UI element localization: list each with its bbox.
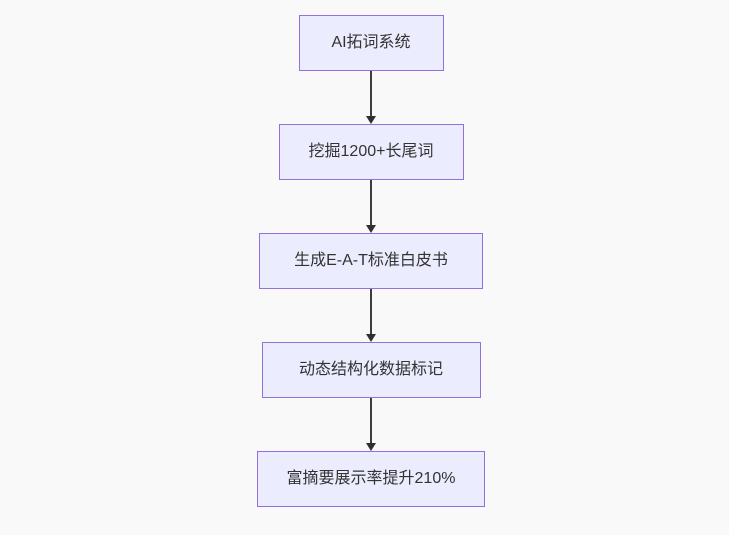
flow-node-label: 动态结构化数据标记 bbox=[298, 361, 443, 378]
flow-node-label: AI拓词系统 bbox=[331, 34, 411, 51]
arrow-line bbox=[370, 71, 372, 116]
flow-arrow-2 bbox=[366, 180, 376, 233]
arrow-line bbox=[370, 289, 372, 334]
flow-arrow-1 bbox=[366, 71, 376, 124]
flow-node-longtail-mining: 挖掘1200+长尾词 bbox=[278, 124, 464, 180]
arrowhead-down-icon bbox=[366, 225, 376, 233]
flowchart: AI拓词系统 挖掘1200+长尾词 生成E-A-T标准白皮书 动态结构化数据标记 bbox=[257, 15, 485, 507]
arrowhead-down-icon bbox=[366, 334, 376, 342]
flow-node-eat-whitepaper: 生成E-A-T标准白皮书 bbox=[259, 233, 483, 289]
arrow-line bbox=[370, 180, 372, 225]
flow-node-structured-data: 动态结构化数据标记 bbox=[261, 342, 481, 398]
flow-node-label: 富摘要展示率提升210% bbox=[286, 470, 456, 487]
flow-node-label: 挖掘1200+长尾词 bbox=[308, 143, 434, 160]
arrow-line bbox=[370, 398, 372, 443]
arrowhead-down-icon bbox=[366, 116, 376, 124]
flow-node-rich-snippet-result: 富摘要展示率提升210% bbox=[257, 451, 485, 507]
arrowhead-down-icon bbox=[366, 443, 376, 451]
flow-node-label: 生成E-A-T标准白皮书 bbox=[294, 252, 448, 269]
flow-arrow-4 bbox=[366, 398, 376, 451]
flow-node-ai-word-system: AI拓词系统 bbox=[298, 15, 444, 71]
flow-arrow-3 bbox=[366, 289, 376, 342]
